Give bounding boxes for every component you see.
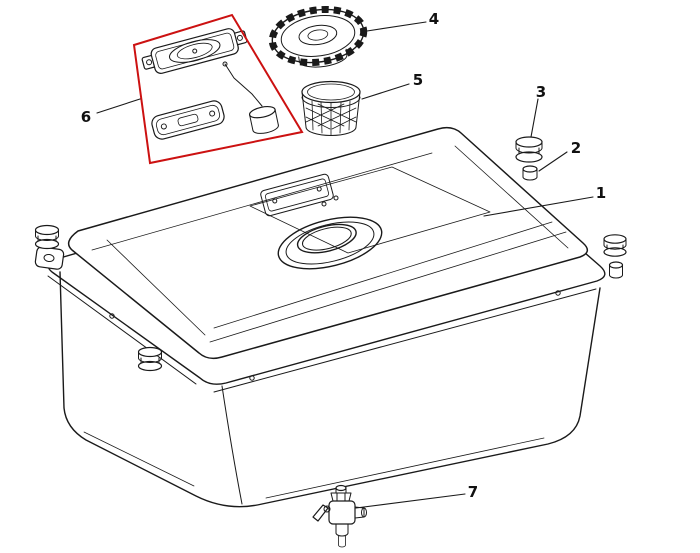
leader-6 — [96, 98, 141, 114]
flange-screw-hole — [109, 313, 115, 319]
fuel-sender-assembly — [132, 13, 304, 165]
strainer-mesh — [305, 103, 357, 130]
part-label-4: 4 — [429, 10, 439, 28]
sender-float-arm — [222, 61, 263, 107]
part-label-6: 6 — [81, 108, 91, 126]
part-label-2: 2 — [571, 139, 581, 157]
fuel-cap — [268, 5, 368, 68]
part-label-3: 3 — [536, 83, 546, 101]
ear-bolt-hole — [43, 253, 55, 263]
fuel-tank — [34, 126, 606, 508]
part-labels: 1 2 3 4 5 6 7 — [81, 10, 606, 501]
top-face-vent-hole — [321, 201, 327, 207]
grommet-right — [603, 234, 627, 257]
part-label-1: 1 — [596, 184, 606, 202]
leader-1 — [483, 196, 594, 217]
sender-mount-recess — [260, 173, 334, 217]
fuel-strainer — [301, 80, 361, 136]
cap-knurled-edge — [268, 5, 368, 67]
bushing-right — [608, 261, 624, 279]
part-label-5: 5 — [413, 71, 423, 89]
filler-neck — [277, 216, 383, 270]
valve-lever — [312, 504, 331, 522]
leader-7 — [355, 493, 466, 509]
sender-gasket-plate — [151, 100, 225, 140]
leader-5 — [361, 83, 410, 100]
leader-lines — [96, 21, 594, 509]
strainer-ribs — [311, 100, 351, 136]
flange-screw-hole — [249, 375, 255, 381]
fuel-tank-body — [59, 271, 601, 508]
sender-highlight-box — [132, 13, 304, 165]
grommet-front-left — [137, 346, 163, 372]
flange-ear-left — [34, 246, 65, 270]
grommet-part-3 — [515, 136, 543, 163]
fuel-valve — [312, 484, 367, 548]
top-panel-step — [249, 166, 491, 254]
sender-gauge-unit — [141, 28, 248, 74]
part-label-7: 7 — [468, 483, 478, 501]
leader-2 — [538, 151, 568, 172]
bushing-part-2 — [522, 165, 538, 181]
sender-float — [248, 105, 279, 134]
leader-4 — [366, 21, 427, 32]
leader-3 — [530, 98, 539, 138]
top-face-vent-hole — [333, 195, 339, 201]
flange-screw-hole — [555, 290, 561, 296]
grommet-left — [34, 224, 60, 250]
